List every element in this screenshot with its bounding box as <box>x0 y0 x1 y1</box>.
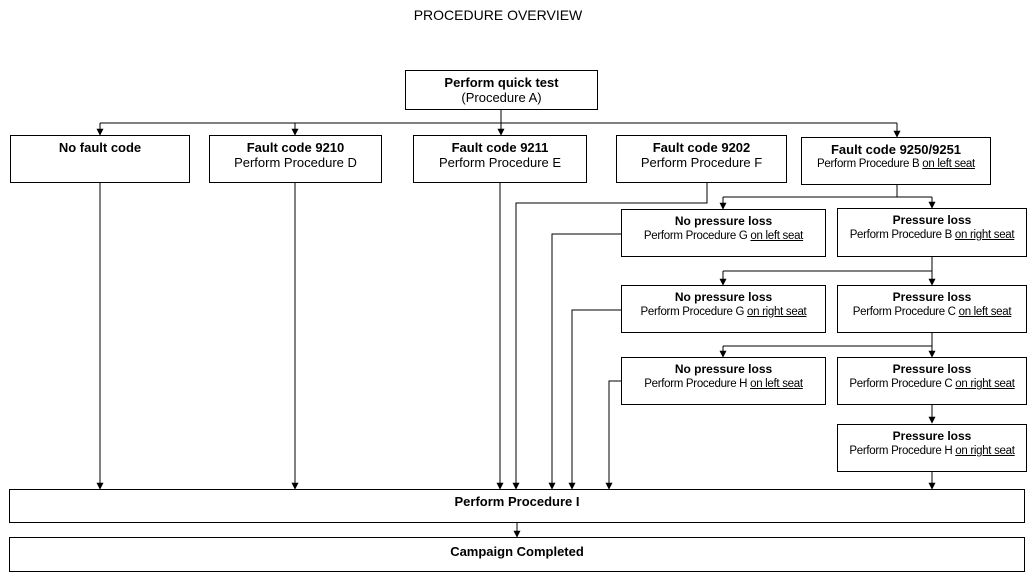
link-fc9202-to-i <box>512 183 708 490</box>
node-no-pressure-loss-g-left: No pressure loss Perform Procedure G on … <box>621 209 826 257</box>
node-title: Pressure loss <box>892 290 972 304</box>
node-perform-procedure-i: Perform Procedure I <box>9 489 1025 523</box>
node-title: Campaign Completed <box>450 544 584 559</box>
node-title: Fault code 9250/9251 <box>830 142 962 157</box>
node-title: No pressure loss <box>674 290 773 304</box>
node-subtitle: (Procedure A) <box>461 90 542 105</box>
node-title: Fault code 9211 <box>451 140 549 155</box>
node-title: No pressure loss <box>674 362 773 376</box>
node-campaign-completed: Campaign Completed <box>9 537 1025 572</box>
node-pressure-loss-b-right: Pressure loss Perform Procedure B on rig… <box>837 208 1027 257</box>
node-title: Perform Procedure I <box>454 494 580 509</box>
diagram-title: PROCEDURE OVERVIEW <box>413 7 583 23</box>
node-fault-9210: Fault code 9210 Perform Procedure D <box>209 135 382 183</box>
node-subtitle-seat: on right seat <box>747 306 807 318</box>
node-pressure-loss-c-left: Pressure loss Perform Procedure C on lef… <box>837 285 1027 333</box>
node-pressure-loss-c-right: Pressure loss Perform Procedure C on rig… <box>837 357 1027 405</box>
node-pressure-loss-h-right: Pressure loss Perform Procedure H on rig… <box>837 424 1027 472</box>
node-subtitle-seat: on right seat <box>955 378 1015 390</box>
node-no-pressure-loss-g-right: No pressure loss Perform Procedure G on … <box>621 285 826 333</box>
node-fault-9202: Fault code 9202 Perform Procedure F <box>616 135 787 183</box>
node-subtitle-text: Perform Procedure G <box>643 230 751 242</box>
node-subtitle-seat: on left seat <box>750 230 804 242</box>
node-subtitle-text: Perform Procedure C <box>852 306 959 318</box>
node-subtitle: Perform Procedure D <box>234 155 357 170</box>
node-title: Fault code 9210 <box>246 140 345 155</box>
node-subtitle: Perform Procedure F <box>640 155 763 170</box>
node-subtitle: Perform Procedure E <box>438 155 562 170</box>
node-subtitle-text: Perform Procedure C <box>849 378 956 390</box>
node-title: Pressure loss <box>892 429 972 443</box>
node-no-pressure-loss-h-left: No pressure loss Perform Procedure H on … <box>621 357 826 405</box>
node-title: No pressure loss <box>674 214 773 228</box>
node-subtitle-seat: on left seat <box>922 158 975 170</box>
node-fault-9211: Fault code 9211 Perform Procedure E <box>413 135 587 183</box>
node-quick-test: Perform quick test (Procedure A) <box>405 70 598 110</box>
link-npl-g-left-to-i <box>548 233 622 490</box>
node-subtitle-text: Perform Procedure H <box>849 445 956 457</box>
node-subtitle-seat: on left seat <box>958 306 1012 318</box>
node-subtitle-seat: on right seat <box>954 229 1015 241</box>
node-subtitle-text: Perform Procedure G <box>640 306 748 318</box>
link-npl-h-left-to-i <box>605 380 622 490</box>
node-subtitle-text: Perform Procedure B <box>849 229 955 241</box>
node-title: Pressure loss <box>892 213 972 227</box>
node-title: Pressure loss <box>892 362 972 376</box>
node-no-fault-code: No fault code <box>10 135 190 183</box>
node-subtitle-text: Perform Procedure B <box>817 158 923 170</box>
link-npl-g-right-to-i <box>568 309 622 490</box>
node-title: No fault code <box>58 140 142 155</box>
node-title: Fault code 9202 <box>652 140 751 155</box>
node-subtitle-text: Perform Procedure H <box>644 378 751 390</box>
node-fault-9250-9251: Fault code 9250/9251 Perform Procedure B… <box>801 137 991 185</box>
node-subtitle-seat: on right seat <box>955 445 1015 457</box>
node-title: Perform quick test <box>444 75 559 90</box>
node-subtitle-seat: on left seat <box>750 378 803 390</box>
